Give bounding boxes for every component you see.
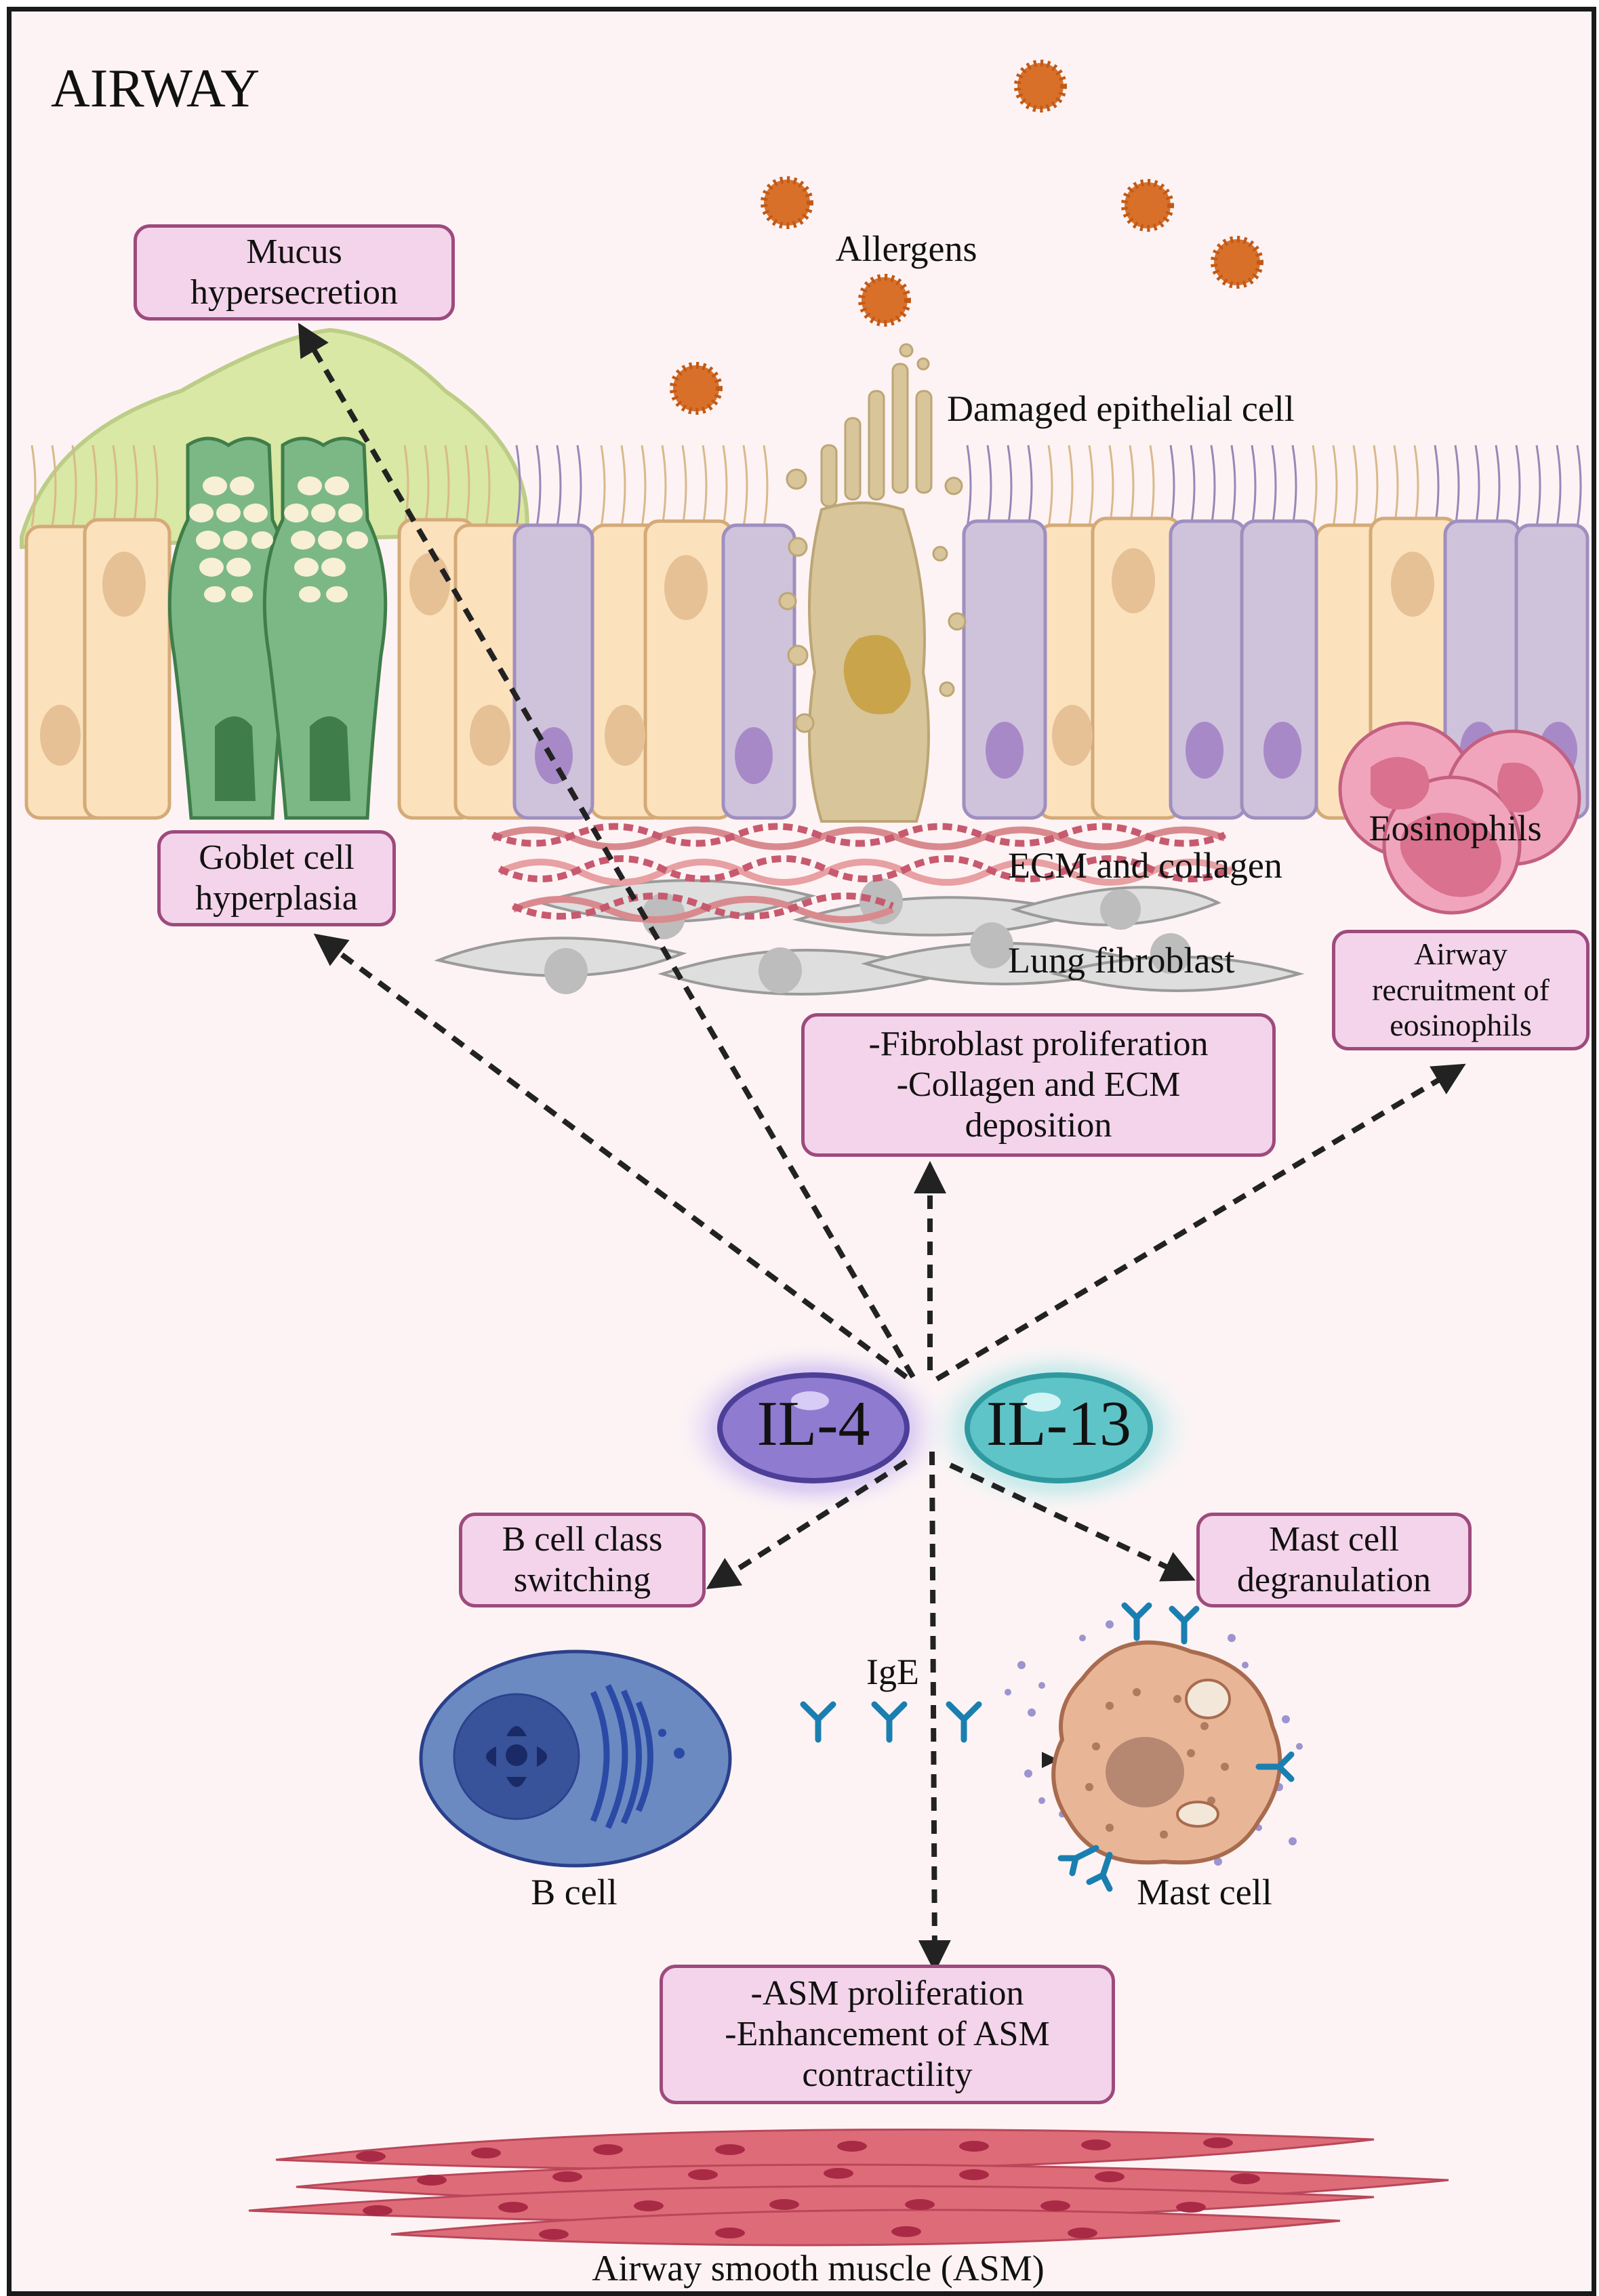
eosinophils <box>1338 721 1581 915</box>
eosinophil-recruitment-box: Airway recruitment of eosinophils <box>1332 930 1590 1050</box>
mast-cell <box>1005 1602 1303 1892</box>
goblet-cells <box>167 436 388 820</box>
cilia <box>31 445 1582 527</box>
allergens-label: Allergens <box>835 228 977 269</box>
figure-frame: AIRWAY Allergens Damaged epithelial cell… <box>7 7 1596 2296</box>
ige-label: IgE <box>866 1652 919 1692</box>
asm-effects-box: -ASM proliferation -Enhancement of ASM c… <box>660 1965 1115 2104</box>
ecm-collagen-label: ECM and collagen <box>1008 845 1282 886</box>
lung-fibroblast-label: Lung fibroblast <box>1008 940 1235 981</box>
goblet-cell-hyperplasia-box: Goblet cell hyperplasia <box>157 830 396 926</box>
b-cell <box>419 1649 732 1868</box>
il4-label: IL-4 <box>756 1389 870 1459</box>
mucus-layer <box>20 327 529 550</box>
damaged-epithelial-label: Damaged epithelial cell <box>947 388 1295 429</box>
diagram-artwork <box>20 12 1590 2247</box>
ecm-collagen-strands <box>491 823 1234 923</box>
lung-fibroblasts <box>434 878 1305 996</box>
mucus-hypersecretion-box: Mucus hypersecretion <box>134 224 455 321</box>
asm-label: Airway smooth muscle (ASM) <box>592 2248 1045 2289</box>
eosinophils-label: Eosinophils <box>1369 808 1542 848</box>
b-cell-label: B cell <box>531 1872 618 1912</box>
dashed-arrows <box>298 323 1466 1973</box>
damaged-epithelial-cell <box>778 343 967 823</box>
page-title: AIRWAY <box>51 59 260 119</box>
mast-cell-label: Mast cell <box>1137 1872 1272 1912</box>
fibroblast-proliferation-box: -Fibroblast proliferation -Collagen and … <box>801 1013 1276 1157</box>
b-cell-class-switching-box: B cell class switching <box>459 1513 706 1607</box>
il13-cytokine <box>965 1372 1153 1483</box>
il4-cytokine <box>717 1372 910 1483</box>
smooth-muscle <box>248 2128 1449 2247</box>
ige-antibodies <box>800 1701 982 1743</box>
il13-label: IL-13 <box>986 1389 1132 1459</box>
mast-cell-degranulation-box: Mast cell degranulation <box>1196 1513 1472 1607</box>
